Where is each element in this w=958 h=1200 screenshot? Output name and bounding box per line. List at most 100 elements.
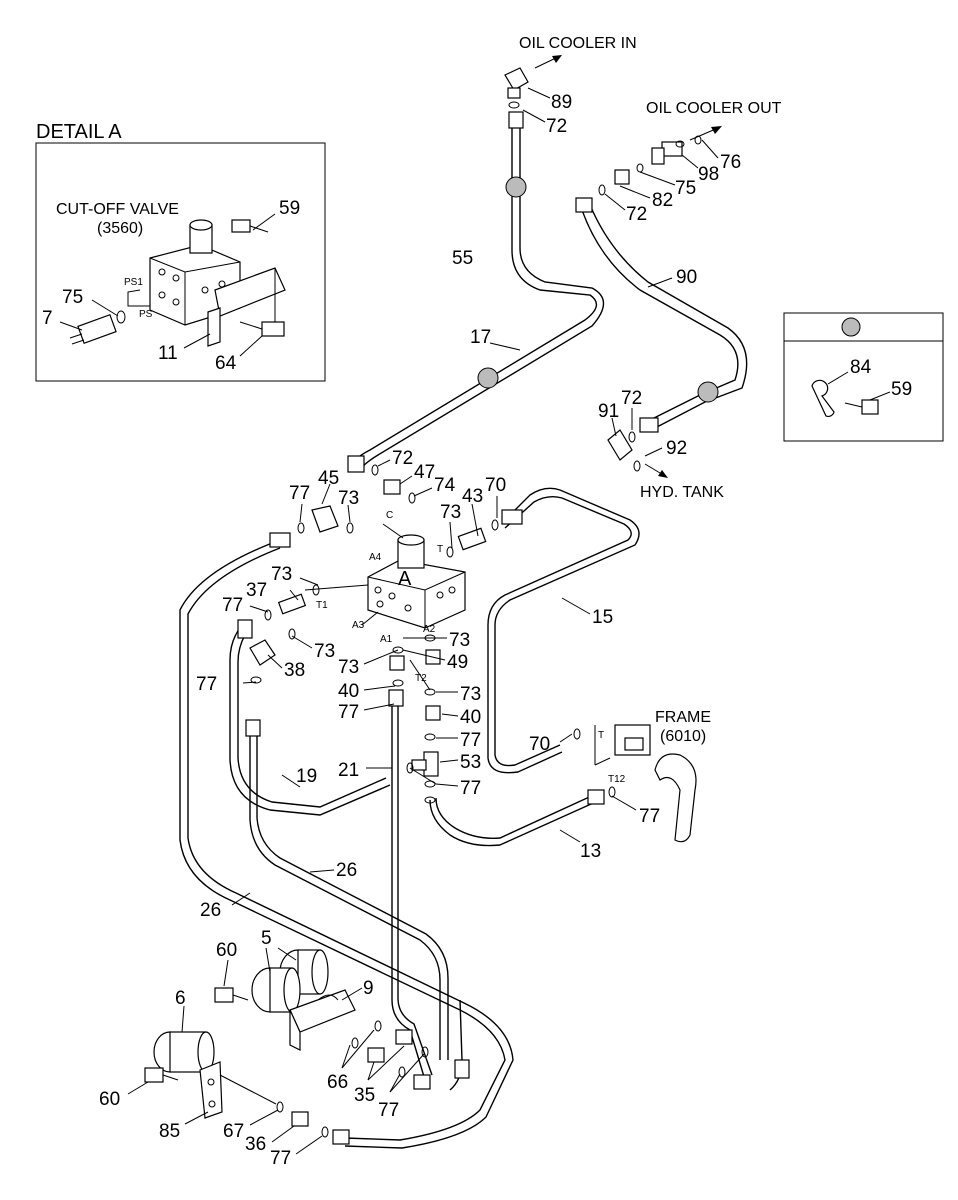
- port-a3-label: A3: [352, 620, 365, 631]
- callout-72-c: 72: [621, 388, 642, 409]
- hose-26-inner: [249, 725, 441, 1060]
- port-c-label: C: [386, 510, 393, 521]
- accumulator-5: [251, 949, 329, 1013]
- clamp-marker-90: [697, 381, 719, 403]
- callout-77-b: 77: [222, 595, 243, 616]
- callout-15: 15: [592, 607, 613, 628]
- clamp-84: [811, 379, 835, 418]
- clamp-marker-icon: [841, 317, 861, 337]
- port-t-frame-label: T: [598, 730, 604, 741]
- callout-72-d: 72: [392, 448, 413, 469]
- clamp-marker-55: [505, 176, 527, 198]
- callout-40-a: 40: [338, 681, 359, 702]
- callout-21: 21: [338, 760, 359, 781]
- oil-cooler-out-label: OIL COOLER OUT: [646, 100, 782, 117]
- callout-66: 66: [327, 1072, 348, 1093]
- callout-72-a: 72: [546, 116, 567, 137]
- callout-75-detail: 75: [62, 287, 83, 308]
- callout-73-f: 73: [338, 657, 359, 678]
- hose-17: [351, 115, 598, 471]
- lower-fittings: [276, 1020, 470, 1145]
- callout-19: 19: [296, 766, 317, 787]
- callout-77-g: 77: [639, 806, 660, 827]
- callout-76: 76: [720, 152, 741, 173]
- oil-cooler-in-label: OIL COOLER IN: [519, 35, 637, 52]
- callout-77-a: 77: [289, 483, 310, 504]
- callout-53: 53: [460, 752, 481, 773]
- port-t2-label: T2: [415, 673, 427, 684]
- hose-90: [581, 209, 739, 421]
- callout-77-c: 77: [338, 702, 359, 723]
- callout-38: 38: [284, 660, 305, 681]
- hose-19: [229, 624, 391, 816]
- callout-11: 11: [158, 343, 178, 364]
- callout-77-f: 77: [460, 778, 481, 799]
- port-ps1-label: PS1: [124, 277, 143, 288]
- frame-label: FRAME: [655, 709, 711, 726]
- pressure-switch-7: [69, 313, 117, 345]
- callout-73-b: 73: [440, 502, 461, 523]
- port-a2-label: A2: [423, 624, 436, 635]
- callout-49: 49: [447, 652, 468, 673]
- callout-90: 90: [676, 267, 697, 288]
- accumulator-6: [153, 1031, 215, 1073]
- bracket-85: [199, 1061, 223, 1119]
- callout-73-c: 73: [271, 564, 292, 585]
- frame-6010: [594, 724, 697, 843]
- cut-off-valve-code: (3560): [97, 220, 143, 237]
- clamp-marker-17: [477, 367, 499, 389]
- callout-74: 74: [434, 475, 456, 496]
- fittings: [237, 67, 702, 805]
- callout-75-b: 75: [675, 178, 696, 199]
- frame-code-label: (6010): [660, 728, 706, 745]
- callout-98: 98: [698, 164, 719, 185]
- callout-67: 67: [223, 1121, 244, 1142]
- callout-64: 64: [215, 353, 237, 374]
- callout-73-e: 73: [449, 630, 470, 651]
- port-t12-label: T12: [608, 774, 626, 785]
- leader-lines: [127, 87, 719, 1155]
- port-t1-label: T1: [316, 600, 328, 611]
- callout-37: 37: [246, 580, 267, 601]
- callout-60-a: 60: [216, 940, 237, 961]
- callout-59-clamp: 59: [891, 379, 912, 400]
- cut-off-valve-label: CUT-OFF VALVE: [56, 201, 179, 218]
- callout-77-i: 77: [270, 1148, 291, 1169]
- callout-7: 7: [42, 308, 53, 329]
- valve-block-a: A: [367, 534, 466, 629]
- port-a1-label: A1: [380, 634, 393, 645]
- callout-numbers: 89 72 76 98 75 82 72 55 90 17 91 72 92 7…: [99, 92, 741, 1169]
- callout-43: 43: [462, 486, 483, 507]
- callout-40-b: 40: [460, 707, 481, 728]
- bracket-9: [289, 989, 356, 1051]
- callout-85: 85: [159, 1121, 180, 1142]
- callout-9: 9: [363, 978, 374, 999]
- detail-a-panel: DETAIL A CUT-OFF VALVE (3560): [35, 121, 326, 382]
- bolt-59-detail: [231, 219, 269, 233]
- hose-13: [429, 799, 601, 847]
- block-a-letter: A: [398, 568, 412, 590]
- callout-91: 91: [598, 401, 619, 422]
- callout-89: 89: [551, 92, 572, 113]
- clamp-detail-panel: 84 59: [783, 312, 944, 442]
- callout-45: 45: [318, 468, 339, 489]
- bolt-64: [239, 321, 285, 337]
- callout-5: 5: [261, 928, 272, 949]
- callout-70-b: 70: [529, 734, 550, 755]
- callout-84: 84: [850, 357, 872, 378]
- callout-73-a: 73: [338, 488, 359, 509]
- port-ps-label: PS: [139, 309, 153, 320]
- callout-26-b: 26: [200, 900, 221, 921]
- bolt-59-clamp: [844, 399, 879, 415]
- callout-92: 92: [666, 438, 687, 459]
- callout-17: 17: [470, 327, 491, 348]
- hyd-tank-label: HYD. TANK: [640, 484, 724, 501]
- callout-6: 6: [175, 988, 186, 1009]
- callout-55: 55: [452, 248, 473, 269]
- callout-60-b: 60: [99, 1089, 120, 1110]
- callout-82: 82: [652, 190, 673, 211]
- port-t-label: T: [437, 544, 443, 555]
- callout-73-d: 73: [314, 641, 335, 662]
